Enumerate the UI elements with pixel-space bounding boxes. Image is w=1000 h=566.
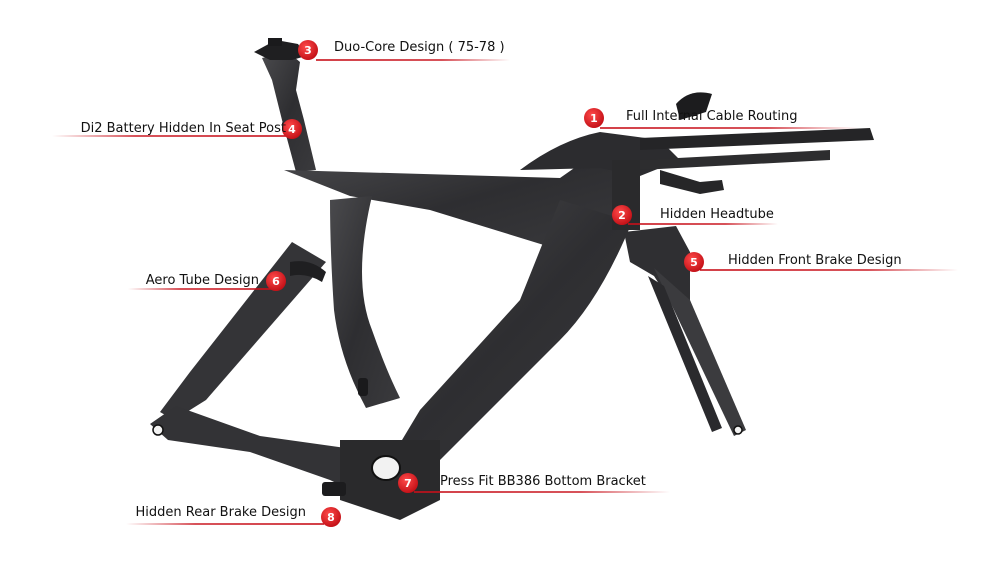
aero-bar-upper: [640, 128, 874, 150]
callout-label: Duo-Core Design ( 75-78 ): [334, 40, 505, 55]
bottom-bracket-hole: [371, 455, 401, 481]
callout-leader-line: [700, 269, 958, 271]
fork-leg: [654, 268, 746, 436]
callout-badge: [398, 473, 418, 493]
seat-stay: [160, 242, 326, 420]
callout-number: 8: [327, 511, 335, 524]
fork-dropout: [733, 425, 743, 435]
callout-leader-line: [414, 491, 670, 493]
base-bar: [660, 170, 724, 194]
bottle-mount: [358, 378, 368, 396]
callout-label: Full Internal Cable Routing: [626, 109, 797, 124]
callout-leader-line: [52, 135, 290, 137]
aero-bar-lower: [640, 150, 830, 170]
callout-badge: [266, 271, 286, 291]
callout-2: 2 Hidden Headtube: [612, 205, 778, 225]
callout-leader-line: [600, 127, 858, 129]
callout-badge: [584, 108, 604, 128]
seat-post: [262, 52, 316, 172]
callout-leader-line: [628, 223, 778, 225]
callout-number: 5: [690, 256, 698, 269]
rear-dropout: [152, 424, 164, 436]
callout-8: 8 Hidden Rear Brake Design: [126, 505, 341, 527]
rear-brake-mount: [322, 482, 346, 496]
callout-layer: 1 Full Internal Cable Routing 2 Hidden Head…: [52, 40, 958, 527]
callout-badge: [282, 119, 302, 139]
fork-leg-rear: [648, 276, 722, 432]
callout-badge: [321, 507, 341, 527]
callout-7: 7 Press Fit BB386 Bottom Bracket: [398, 473, 670, 493]
callout-leader-line: [128, 288, 276, 290]
callout-label: Press Fit BB386 Bottom Bracket: [440, 474, 646, 489]
callout-leader-line: [126, 523, 324, 525]
callout-badge: [684, 252, 704, 272]
down-tube: [390, 200, 632, 460]
callout-1: 1 Full Internal Cable Routing: [584, 108, 858, 129]
callout-badge: [612, 205, 632, 225]
callout-5: 5 Hidden Front Brake Design: [684, 252, 958, 272]
callout-label: Hidden Front Brake Design: [728, 253, 902, 268]
armrest-pad: [676, 92, 712, 120]
callout-label: Aero Tube Design: [146, 273, 259, 288]
seat-tube: [330, 196, 400, 408]
saddle-clamp: [254, 40, 306, 60]
callout-number: 1: [590, 112, 598, 125]
saddle-rail: [268, 38, 282, 46]
fork-crown: [624, 226, 690, 304]
callout-3: 3 Duo-Core Design ( 75-78 ): [298, 40, 510, 61]
callout-label: Hidden Rear Brake Design: [136, 505, 306, 520]
bike-frame: [150, 38, 874, 520]
callout-number: 6: [272, 275, 280, 288]
callout-label: Hidden Headtube: [660, 207, 774, 222]
callout-number: 7: [404, 477, 412, 490]
seat-stay-brace: [290, 261, 326, 282]
callout-label: Di2 Battery Hidden In Seat Post: [81, 121, 286, 136]
callout-badge: [298, 40, 318, 60]
callout-number: 2: [618, 209, 626, 222]
callout-leader-line: [316, 59, 510, 61]
callout-number: 4: [288, 123, 296, 136]
callout-number: 3: [304, 44, 312, 57]
callout-6: 6 Aero Tube Design: [128, 271, 286, 291]
